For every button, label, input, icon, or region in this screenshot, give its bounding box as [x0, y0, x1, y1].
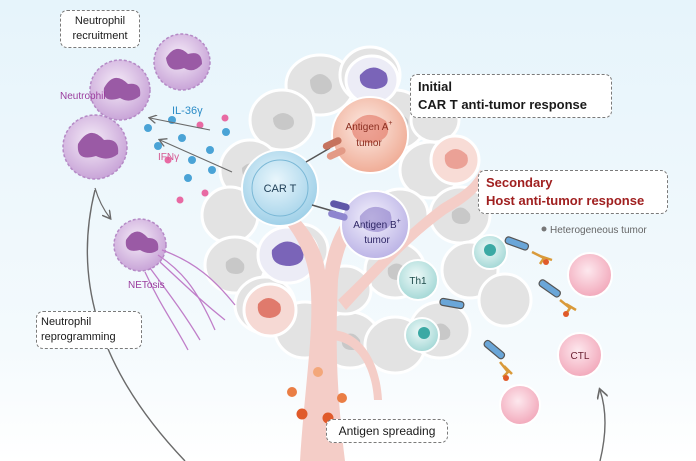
- car-t-label: CAR T: [264, 183, 297, 195]
- neutrophil-label: Neutrophil: [60, 91, 106, 102]
- ctl-label: CTL: [571, 351, 590, 362]
- ifn-label: IFNγ: [158, 152, 179, 163]
- ctl-cell: CTL: [557, 332, 603, 378]
- car-t-cell: CAR T: [241, 137, 350, 227]
- to-netosis-arrow: [94, 187, 110, 218]
- antigen-b-tumor-label: tumor: [364, 235, 390, 246]
- car-receptor-b: [311, 200, 350, 221]
- cytokine-dots: [144, 114, 230, 204]
- heterogeneous-tumor-dot: [541, 226, 547, 232]
- ctl-cell-3: [499, 384, 541, 426]
- antigen-b-tumor-cell: Antigen B+ tumor: [340, 190, 410, 260]
- heterogeneous-tumor-label: Heterogeneous tumor: [550, 225, 647, 236]
- secondary-response-line2: Host anti-tumor response: [486, 193, 645, 208]
- neutrophil-reprogramming-line1: Neutrophil: [41, 316, 92, 328]
- car-receptor-a: [305, 137, 346, 163]
- secondary-response-line1: Secondary: [486, 175, 553, 190]
- antigen-a-label: Antigen A+: [346, 120, 393, 133]
- blood-vessel: [268, 170, 488, 461]
- antigen-a-tumor-label: tumor: [356, 138, 382, 149]
- th1-cell-2: [404, 317, 440, 353]
- neutrophil-reprogramming-box: Neutrophil reprogramming: [36, 311, 142, 349]
- initial-response-box: Initial CAR T anti-tumor response: [410, 74, 612, 118]
- host-response-flow-arrow: [600, 390, 605, 461]
- neutrophil-recruitment-box: Neutrophil recruitment: [60, 10, 140, 48]
- antigen-b-label: Antigen B+: [353, 218, 400, 231]
- antigen-spreading-dots: [287, 367, 347, 424]
- ctl-cell-2: [567, 252, 613, 298]
- neutrophil-reprogramming-line2: reprogramming: [41, 331, 116, 343]
- antigen-spreading-label: Antigen spreading: [338, 424, 436, 438]
- il36-label: IL-36γ: [172, 105, 203, 117]
- th1-label: Th1: [409, 276, 427, 287]
- antigen-spreading-box: Antigen spreading: [326, 419, 448, 443]
- il36-arrow: [150, 118, 211, 131]
- antigen-a-tumor-cell: Antigen A+ tumor: [331, 96, 409, 174]
- netosis-label: NETosis: [128, 280, 165, 291]
- net-strands: [144, 249, 236, 351]
- initial-response-line2: CAR T anti-tumor response: [418, 97, 588, 112]
- th1-cell-3: [472, 234, 508, 270]
- th1-cell: Th1: [397, 259, 439, 301]
- ifn-arrow: [160, 140, 233, 173]
- antigen-presentation-pairs: [439, 236, 577, 381]
- initial-response-line1: Initial: [418, 79, 452, 94]
- neutrophil-cells: [62, 33, 211, 272]
- neutrophil-recruitment-line1: Neutrophil: [74, 15, 126, 27]
- secondary-response-box: Secondary Host anti-tumor response: [478, 170, 668, 214]
- neutrophil-recruitment-line2: recruitment: [72, 30, 128, 42]
